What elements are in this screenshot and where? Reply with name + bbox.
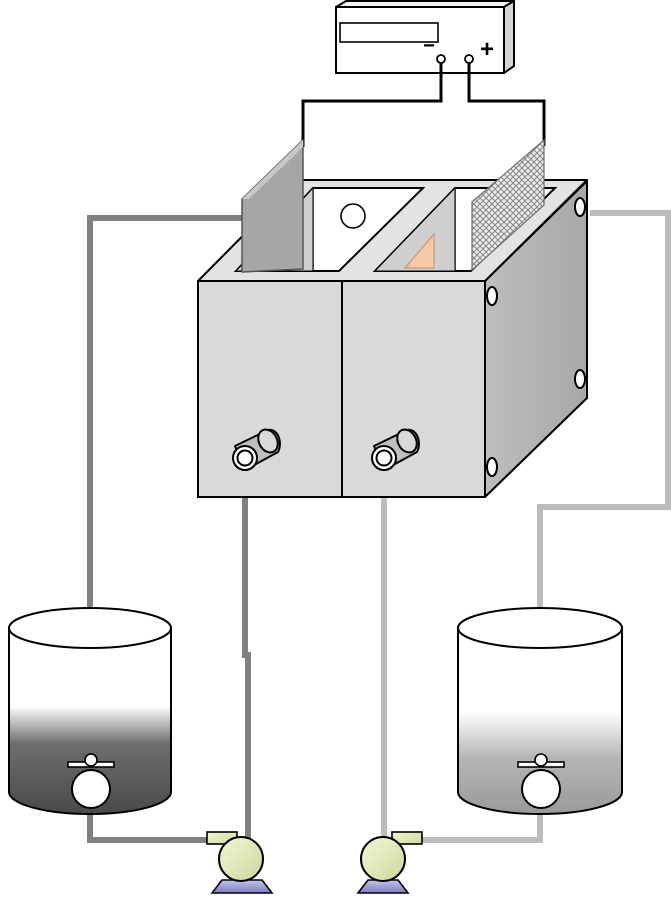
cathode-return-tube (537, 210, 671, 612)
power-supply: − + (335, 0, 515, 74)
electrical-wires (301, 63, 546, 147)
reference-port (340, 203, 366, 229)
anode-feed-tube (242, 475, 251, 840)
valve-icon (517, 753, 565, 809)
membrane (403, 232, 435, 269)
anode-tank-to-pump-tube (87, 808, 210, 843)
anode-pump (206, 831, 274, 894)
cathode-reservoir (457, 607, 623, 815)
negative-terminal (436, 54, 446, 64)
anode-chamber-front (197, 280, 343, 498)
bolt-icon (486, 286, 498, 306)
bolt-icon (574, 369, 586, 389)
negative-wire (301, 63, 443, 147)
power-supply-display (339, 22, 439, 43)
cathode-outlet-port (371, 428, 420, 471)
anode-plate (241, 139, 304, 273)
electrochemical-cell (197, 138, 588, 498)
cathode-mesh-plate (471, 138, 545, 272)
cathode-chamber-front (341, 280, 486, 498)
anode-return-tube (87, 215, 242, 612)
cathode-tubing (381, 210, 671, 843)
negative-symbol: − (423, 35, 435, 57)
pump-body (360, 836, 406, 882)
cathode-tank-to-pump-tube (420, 808, 543, 843)
anode-tubing (87, 215, 251, 843)
anode-outlet-port (232, 428, 281, 471)
positive-terminal (464, 54, 474, 64)
positive-wire (467, 63, 546, 146)
cathode-pump (356, 831, 423, 894)
bolt-icon (574, 197, 586, 217)
anode-reservoir (8, 607, 172, 815)
valve-icon (67, 753, 115, 809)
bolt-icon (486, 457, 498, 477)
pump-body (218, 836, 264, 882)
positive-symbol: + (480, 36, 494, 63)
